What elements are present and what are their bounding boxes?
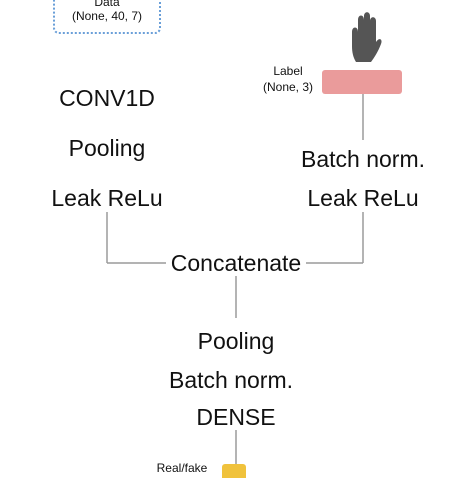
left-pooling-layer: Pooling bbox=[68, 135, 146, 161]
concatenate-layer: Concatenate bbox=[170, 250, 302, 276]
left-conv1d-layer: CONV1D bbox=[59, 85, 155, 111]
right-batch-norm-layer: Batch norm. bbox=[301, 146, 425, 172]
label-input-bar bbox=[322, 70, 402, 94]
left-leaky-relu-layer: Leak ReLu bbox=[51, 185, 163, 211]
data-input-title: Data bbox=[94, 0, 120, 9]
label-input-shape: (None, 3) bbox=[262, 80, 314, 94]
output-label: Real/fake bbox=[156, 461, 208, 475]
data-input-shape: (None, 40, 7) bbox=[71, 9, 143, 23]
data-input-box bbox=[53, 0, 161, 34]
output-bar bbox=[222, 464, 246, 478]
bottom-batch-norm-layer: Batch norm. bbox=[169, 367, 293, 393]
hand-icon bbox=[352, 12, 382, 62]
dense-layer: DENSE bbox=[196, 404, 276, 430]
right-leaky-relu-layer: Leak ReLu bbox=[307, 185, 419, 211]
bottom-pooling-layer: Pooling bbox=[197, 328, 275, 354]
label-input-title: Label bbox=[273, 64, 303, 78]
